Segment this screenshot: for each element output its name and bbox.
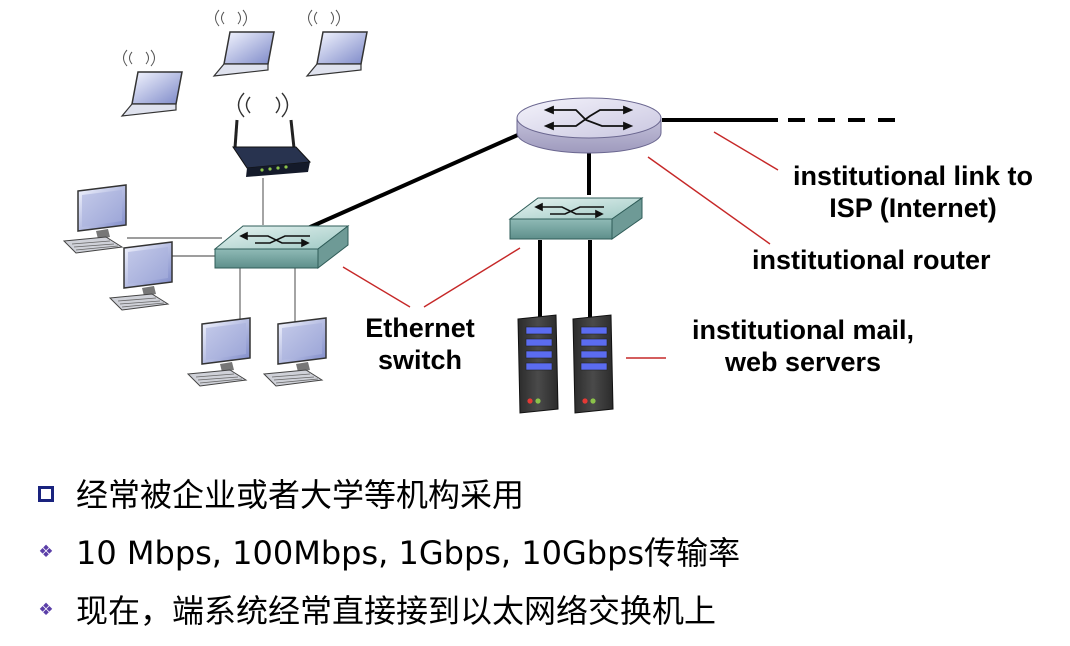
annotation-lines [342, 131, 779, 359]
wireless-access-point-icon [232, 92, 312, 177]
server-icon-1 [517, 314, 559, 414]
bullet-item-1: 经常被企业或者大学等机构采用 [34, 472, 1034, 524]
diamond-bullet-icon: ❖ [38, 600, 54, 620]
switch-label-line-1: Ethernet [365, 313, 475, 343]
laptop-icon-1 [120, 49, 183, 117]
backbone-links [307, 118, 905, 318]
square-bullet-icon [34, 482, 58, 506]
router-icon [516, 97, 662, 154]
server-icon-2 [572, 314, 614, 414]
bullet-list: 经常被企业或者大学等机构采用 ❖ 10 Mbps, 100Mbps, 1Gbps… [34, 472, 1034, 646]
ethernet-switch-left [213, 224, 350, 270]
switch-label-line-2: switch [377, 345, 463, 375]
internet-link-label-line-1: institutional link to [793, 161, 1033, 191]
bullet-text-2: 10 Mbps, 100Mbps, 1Gbps, 10Gbps传输率 [76, 534, 741, 572]
bullet-item-3: ❖ 现在，端系统经常直接接到以太网络交换机上 [34, 588, 1034, 640]
desktop-computer-icon-3 [186, 317, 251, 387]
bullet-item-2: ❖ 10 Mbps, 100Mbps, 1Gbps, 10Gbps传输率 [34, 530, 1034, 582]
network-diagram: institutional link to ISP (Internet) ins… [62, 9, 1058, 414]
desktop-computer-icon-4 [262, 317, 327, 387]
diamond-bullet-icon: ❖ [38, 542, 54, 562]
bullet-text-3: 现在，端系统经常直接接到以太网络交换机上 [76, 592, 717, 630]
laptop-icon-2 [212, 9, 275, 77]
servers-label-line-2: web servers [724, 347, 882, 377]
desktop-computer-icon-2 [108, 241, 173, 311]
internet-link-label-line-2: ISP (Internet) [829, 193, 997, 223]
laptop-icon-3 [305, 9, 368, 77]
bullet-text-1: 经常被企业或者大学等机构采用 [76, 476, 525, 514]
servers-label: institutional mail, web servers [668, 314, 938, 378]
switch-label: Ethernet switch [350, 312, 490, 376]
internet-link-label: institutional link to ISP (Internet) [768, 160, 1058, 224]
servers-label-line-1: institutional mail, [691, 315, 914, 345]
ethernet-switch-right [508, 197, 644, 240]
desktop-computer-icon-1 [62, 184, 127, 254]
router-label: institutional router [752, 245, 991, 275]
